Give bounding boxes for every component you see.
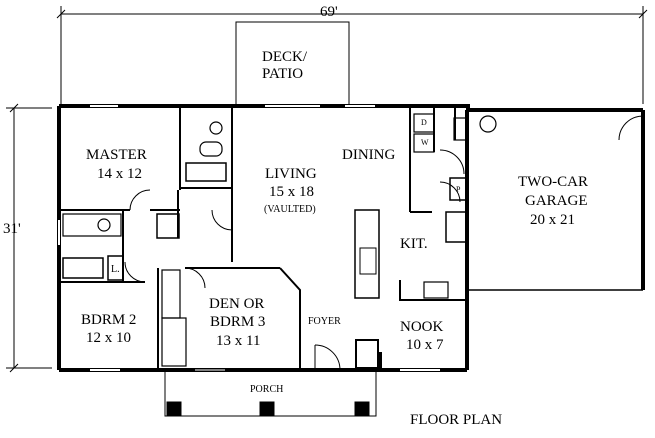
bdrm2-size: 12 x 10: [86, 330, 131, 346]
exterior-walls: [57, 104, 645, 372]
deck-label-line2: PATIO: [262, 66, 304, 82]
master-label: MASTER: [86, 147, 147, 163]
porch-post: [166, 401, 182, 417]
interior-walls: [59, 106, 643, 370]
foyer-label: FOYER: [308, 316, 341, 327]
nook-label: NOOK: [400, 319, 444, 335]
nook-size: 10 x 7: [406, 337, 444, 353]
garage-label-line2: GARAGE: [525, 193, 588, 209]
depth-dimension-label: 31': [3, 221, 21, 237]
kitchen-label: KIT.: [400, 236, 428, 252]
width-dimension-label: 69': [320, 4, 338, 20]
pantry-label: P: [456, 185, 461, 194]
garage-size: 20 x 21: [530, 212, 575, 228]
living-note: (VAULTED): [264, 204, 316, 215]
porch-post: [259, 401, 275, 417]
porch: [164, 369, 377, 417]
floor-plan-title: FLOOR PLAN: [410, 412, 503, 428]
living-label: LIVING: [265, 166, 317, 182]
deck-label-line1: DECK/: [262, 49, 307, 65]
garage-label-line1: TWO-CAR: [518, 174, 588, 190]
dryer-label: D: [421, 118, 427, 127]
dimension-lines: [6, 6, 648, 373]
dining-label: DINING: [342, 147, 396, 163]
den-label-line1: DEN OR: [209, 296, 265, 312]
den-label-line2: BDRM 3: [210, 314, 266, 330]
porch-label: PORCH: [250, 384, 284, 395]
linen-label: L.: [111, 264, 120, 275]
den-size: 13 x 11: [216, 333, 261, 349]
door-swings: [124, 115, 644, 371]
living-size: 15 x 18: [269, 184, 314, 200]
porch-post: [354, 401, 370, 417]
deck-patio-outline: [235, 21, 350, 107]
master-size: 14 x 12: [97, 166, 142, 182]
washer-label: W: [421, 138, 429, 147]
bdrm2-label: BDRM 2: [81, 312, 137, 328]
